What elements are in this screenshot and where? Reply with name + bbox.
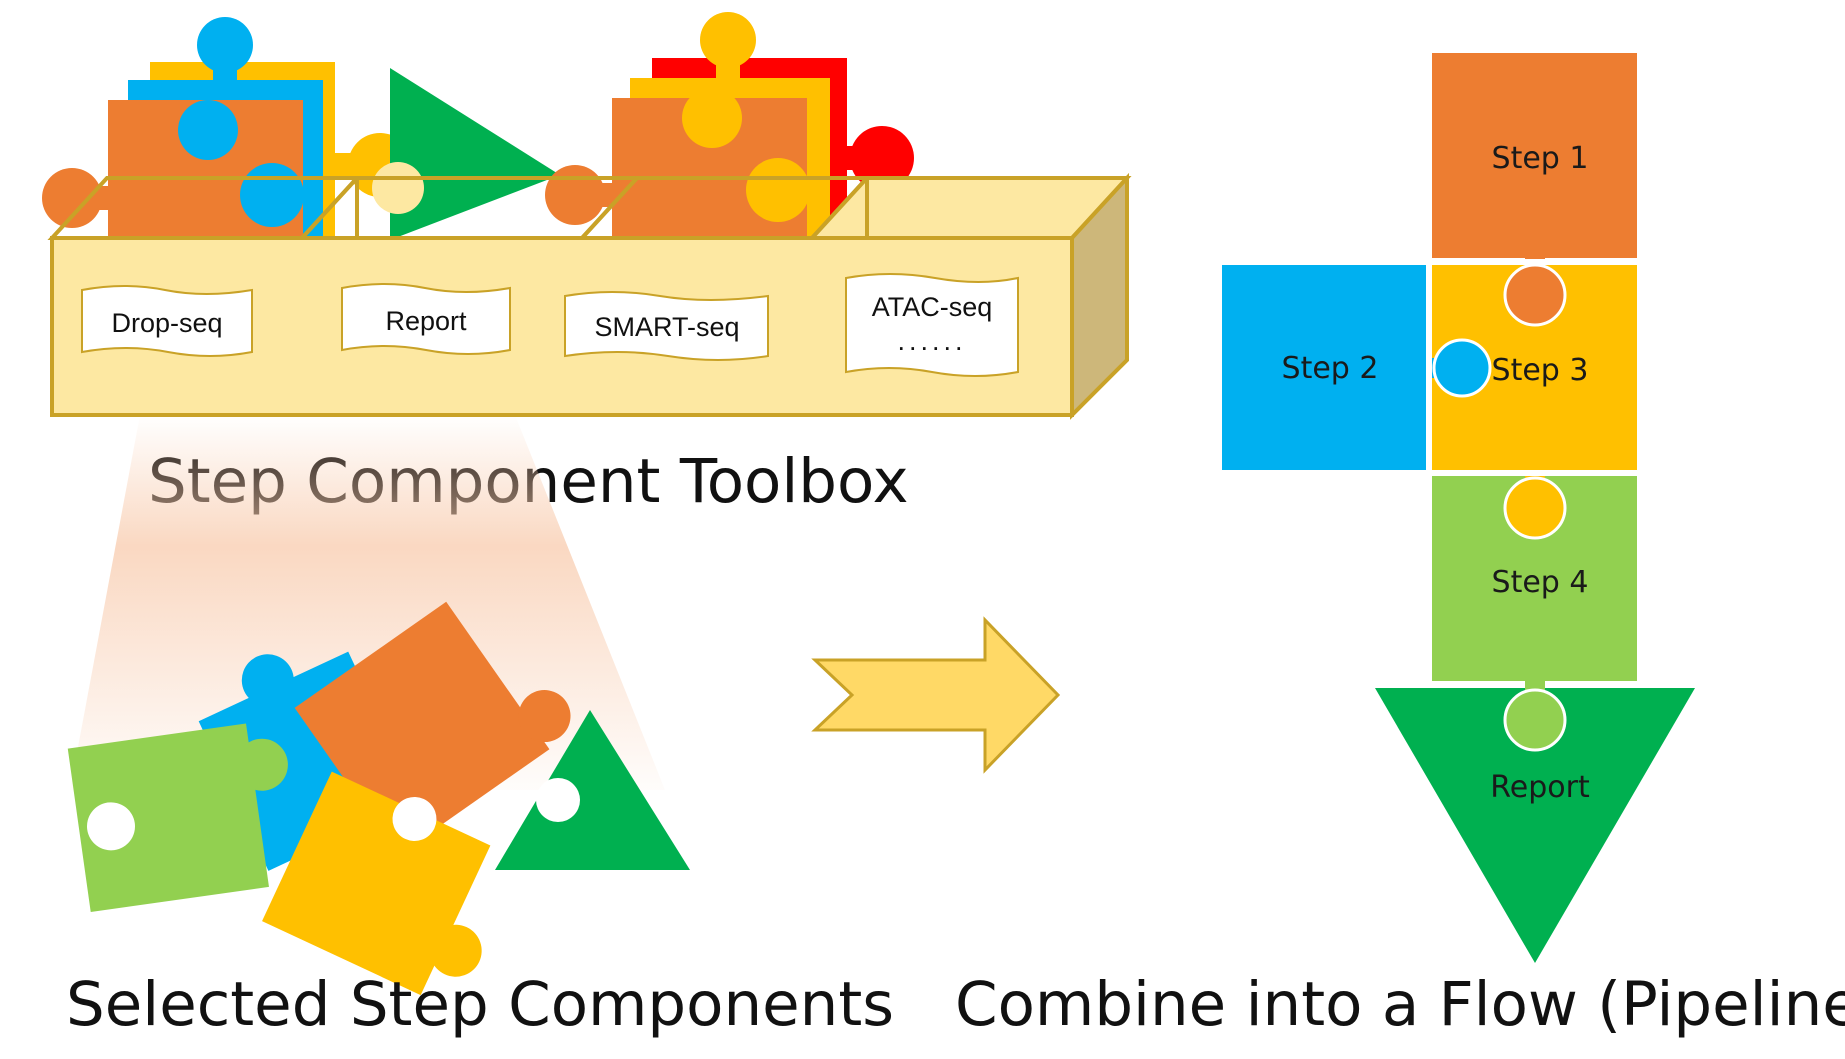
knob-step1-to-step3 (1503, 263, 1567, 327)
step-3-label: Step 3 (1492, 353, 1589, 388)
label-card (845, 273, 1019, 377)
blue-knob-inner (178, 100, 238, 160)
combine-arrow (811, 616, 1061, 774)
yellow-knob-right-neck (330, 153, 370, 177)
step-2-block: Step 2 (1222, 265, 1427, 470)
green-triangle (495, 710, 690, 870)
step-4-label: Step 4 (1492, 565, 1589, 600)
toolbox-label-drop-seq: Drop-seq (81, 285, 253, 357)
blue-knob-top (197, 17, 253, 73)
label-drop-seq: Drop-seq (111, 308, 222, 338)
selection-beam (70, 415, 665, 790)
toolbox-label-report: Report (341, 283, 511, 355)
yellow-knob-right-2 (746, 158, 810, 222)
blue-knob-right (240, 163, 304, 227)
orange-knob-left-neck (88, 186, 118, 210)
flow-caption: Combine into a Flow (Pipeline) (955, 969, 1845, 1040)
yellow-knob-inner (682, 88, 742, 148)
selected-components: Selected Step Components (66, 601, 894, 1040)
label-atac-seq: ATAC-seq (872, 292, 993, 322)
label-report: Report (385, 306, 467, 336)
yellow-knob-top (700, 12, 756, 68)
selected-caption: Selected Step Components (66, 969, 894, 1040)
label-card (564, 291, 769, 361)
knob-step4-to-report (1503, 688, 1567, 752)
red-knob-right-neck (840, 146, 870, 170)
toolbox-label-atac-seq: ATAC-seq ...... (845, 273, 1019, 377)
pipeline-flow: Step 1 Step 2 Step 3 Step 4 Report (955, 53, 1845, 1040)
knob-step2-to-step3 (1432, 338, 1492, 398)
red-knob-right (850, 126, 914, 190)
label-card (341, 283, 511, 355)
block-seams (1426, 259, 1637, 476)
light-green-piece (67, 723, 288, 912)
report-label: Report (1490, 770, 1590, 805)
blue-knob-top-neck (213, 55, 237, 90)
step-2-label: Step 2 (1282, 351, 1379, 386)
green-triangle-notch-2 (536, 778, 580, 822)
toolbox-pieces (42, 12, 914, 250)
report-block: Report (1375, 688, 1695, 963)
puzzle-knobs (1425, 255, 1567, 752)
orange-knob-left (42, 168, 102, 228)
step-1-block: Step 1 (1432, 53, 1637, 258)
step-1-label: Step 1 (1492, 141, 1589, 176)
green-report-triangle (390, 68, 560, 240)
green-triangle-notch (372, 162, 424, 214)
step-3-block: Step 3 (1432, 265, 1637, 470)
toolbox-label-smart-seq: SMART-seq (564, 291, 769, 361)
toolbox: Drop-seq Report SMART-seq ATAC-seq .....… (42, 12, 1132, 517)
yellow-piece (262, 771, 491, 996)
label-ellipsis: ...... (897, 326, 966, 356)
yellow-knob-top-neck (716, 50, 740, 85)
label-smart-seq: SMART-seq (594, 312, 739, 342)
knob-step3-to-step4 (1503, 476, 1567, 540)
label-card (81, 285, 253, 357)
